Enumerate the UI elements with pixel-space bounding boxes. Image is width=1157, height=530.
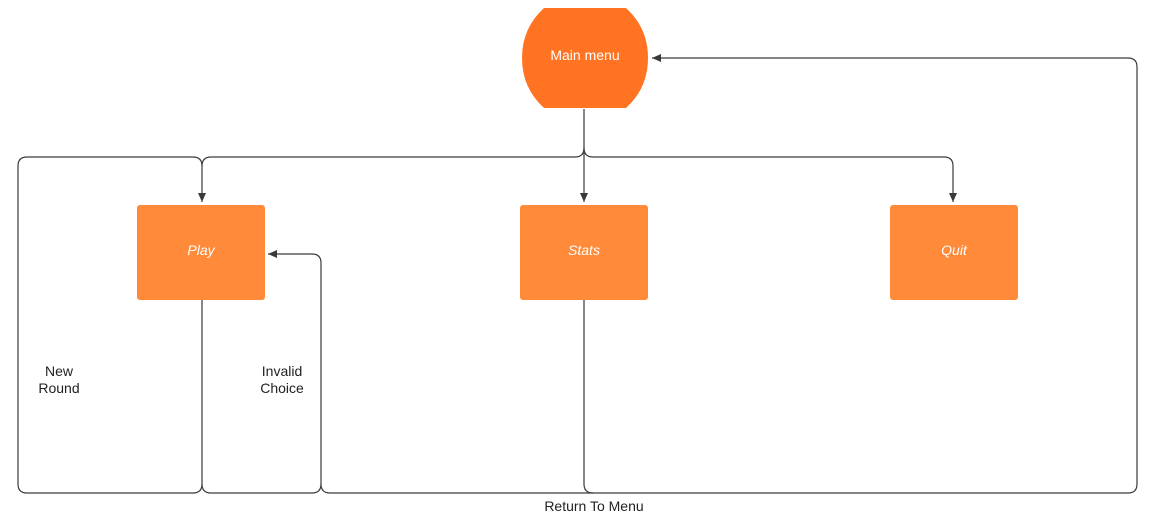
play-label: Play	[187, 242, 215, 258]
invalid-choice-label-line1: Invalid	[262, 363, 302, 379]
new-round-label-line2: Round	[38, 380, 79, 396]
quit-label: Quit	[941, 242, 968, 258]
edge-new-round-loop	[17, 156, 203, 494]
quit-shape	[890, 205, 1018, 300]
node-play[interactable]: Play	[137, 205, 265, 300]
edge-return-to-menu	[583, 54, 1138, 494]
invalid-choice-label-line2: Choice	[260, 380, 304, 396]
edge-invalid-choice-loop	[201, 250, 322, 494]
return-to-menu-label: Return To Menu	[544, 498, 643, 514]
node-stats[interactable]: Stats	[520, 205, 648, 300]
stats-shape	[520, 205, 648, 300]
node-main-menu[interactable]: Main menu	[522, 8, 648, 108]
play-shape	[137, 205, 265, 300]
stats-label: Stats	[568, 242, 600, 258]
main-menu-shape	[522, 8, 648, 108]
new-round-label-line1: New	[45, 363, 74, 379]
edge-return-bottom-link	[320, 483, 593, 494]
main-menu-label: Main menu	[550, 47, 619, 63]
edge-main-to-play	[198, 109, 585, 202]
node-quit[interactable]: Quit	[890, 205, 1018, 300]
edge-main-to-quit	[583, 147, 957, 202]
